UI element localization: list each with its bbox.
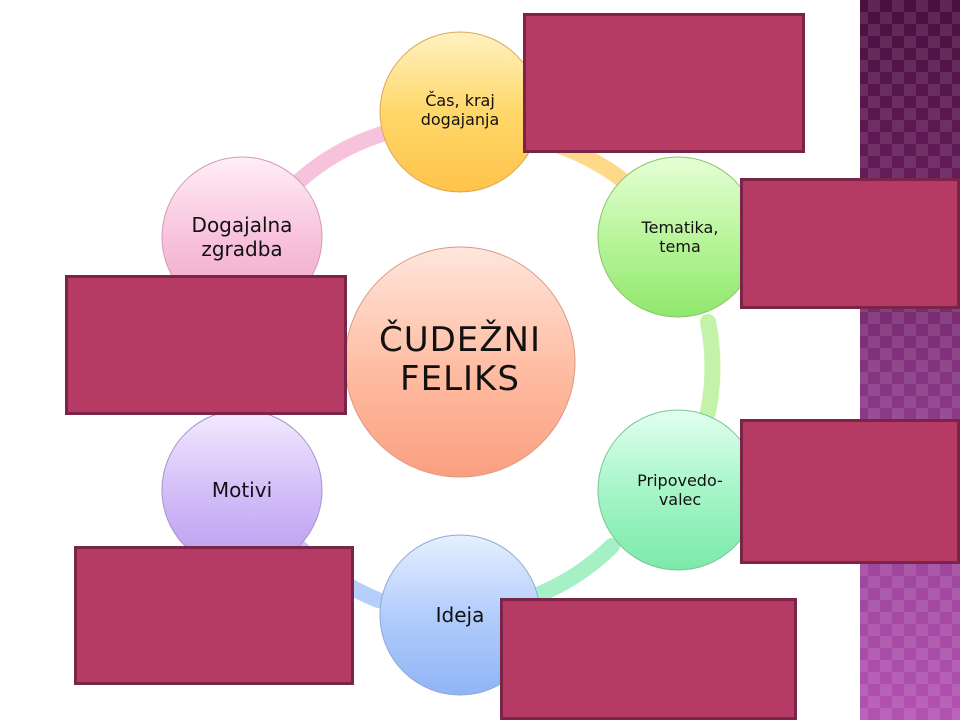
node-label-tematika: Tematika, tema [641,217,719,256]
cover-box-left-upper [65,275,347,415]
cover-box-top [523,13,805,153]
cover-box-left-lower [74,546,354,685]
node-label-dogajalna: Dogajalna zgradba [191,213,293,261]
node-label-cas: Čas, kraj dogajanja [420,90,500,129]
cover-box-bottom [500,598,797,720]
cover-box-right-upper [740,178,960,309]
center-title: ČUDEŽNI FELIKS [378,319,542,399]
ring-segment-pink [290,126,390,190]
decorative-side-band [856,0,960,720]
cover-box-right-lower [740,419,960,564]
node-label-ideja: Ideja [435,603,485,627]
ring-segment-green [700,314,721,420]
node-label-motivi: Motivi [211,478,273,502]
node-label-pripovedovalec: Pripovedo- valec [637,470,723,509]
side-band-edge [856,0,860,720]
ring-segment-mint [527,538,620,604]
